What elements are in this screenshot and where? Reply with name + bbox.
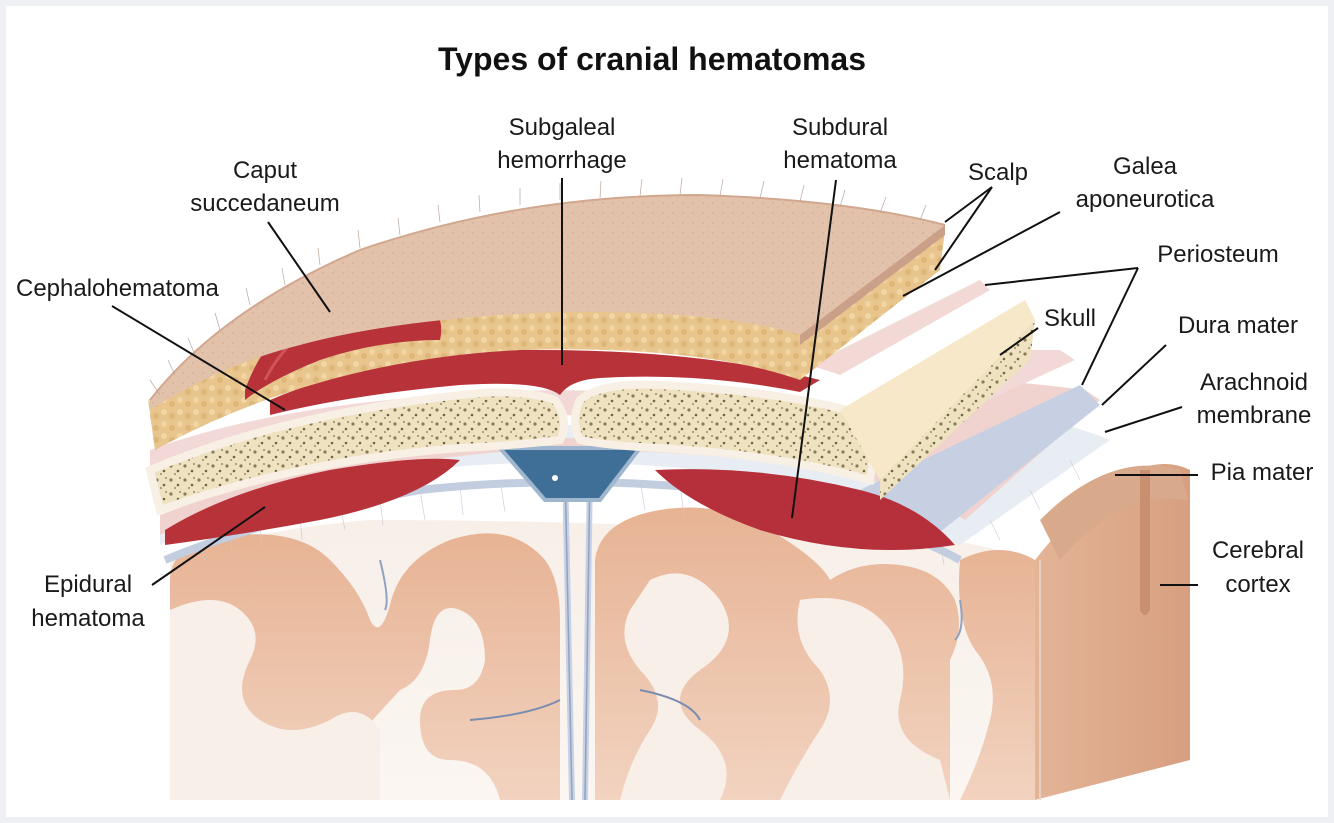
- diagram-title: Types of cranial hematomas: [438, 41, 866, 77]
- label-periosteum: Periosteum: [1157, 241, 1278, 268]
- labels: Caput succedaneum Cephalohematoma Subgal…: [16, 114, 1313, 632]
- label-arachnoid-line1: Arachnoid: [1200, 369, 1308, 396]
- label-cephalohematoma: Cephalohematoma: [16, 275, 219, 302]
- label-arachnoid-line2: membrane: [1197, 402, 1312, 429]
- label-skull: Skull: [1044, 305, 1096, 332]
- label-pia-mater: Pia mater: [1211, 459, 1314, 486]
- label-epidural-line1: Epidural: [44, 571, 132, 598]
- hair-strands: [149, 177, 927, 396]
- label-caput-line2: succedaneum: [190, 190, 339, 217]
- subgaleal-hemorrhage-shape: [270, 349, 820, 415]
- label-subgaleal-line2: hemorrhage: [497, 147, 626, 174]
- scalp-fat-layer: [148, 230, 945, 450]
- label-cerebral-line1: Cerebral: [1212, 537, 1304, 564]
- subdural-hematoma-shape: [655, 469, 955, 550]
- brain-block: [170, 464, 1190, 801]
- epidural-hematoma-shape: [165, 458, 460, 545]
- label-dura-mater: Dura mater: [1178, 312, 1298, 339]
- skull-bone: [145, 300, 1035, 516]
- leader-lines: [111, 178, 1198, 586]
- label-subgaleal-line1: Subgaleal: [509, 114, 616, 141]
- label-galea-line2: aponeurotica: [1076, 186, 1215, 213]
- sagittal-sinus: [495, 446, 645, 502]
- label-cerebral-line2: cortex: [1225, 571, 1290, 598]
- label-galea-line1: Galea: [1113, 153, 1178, 180]
- label-subdural-line2: hematoma: [783, 147, 897, 174]
- scalp-skin-surface: [150, 195, 945, 410]
- label-subdural-line1: Subdural: [792, 114, 888, 141]
- label-epidural-line2: hematoma: [31, 605, 145, 632]
- label-caput-line1: Caput: [233, 157, 297, 184]
- label-scalp: Scalp: [968, 159, 1028, 186]
